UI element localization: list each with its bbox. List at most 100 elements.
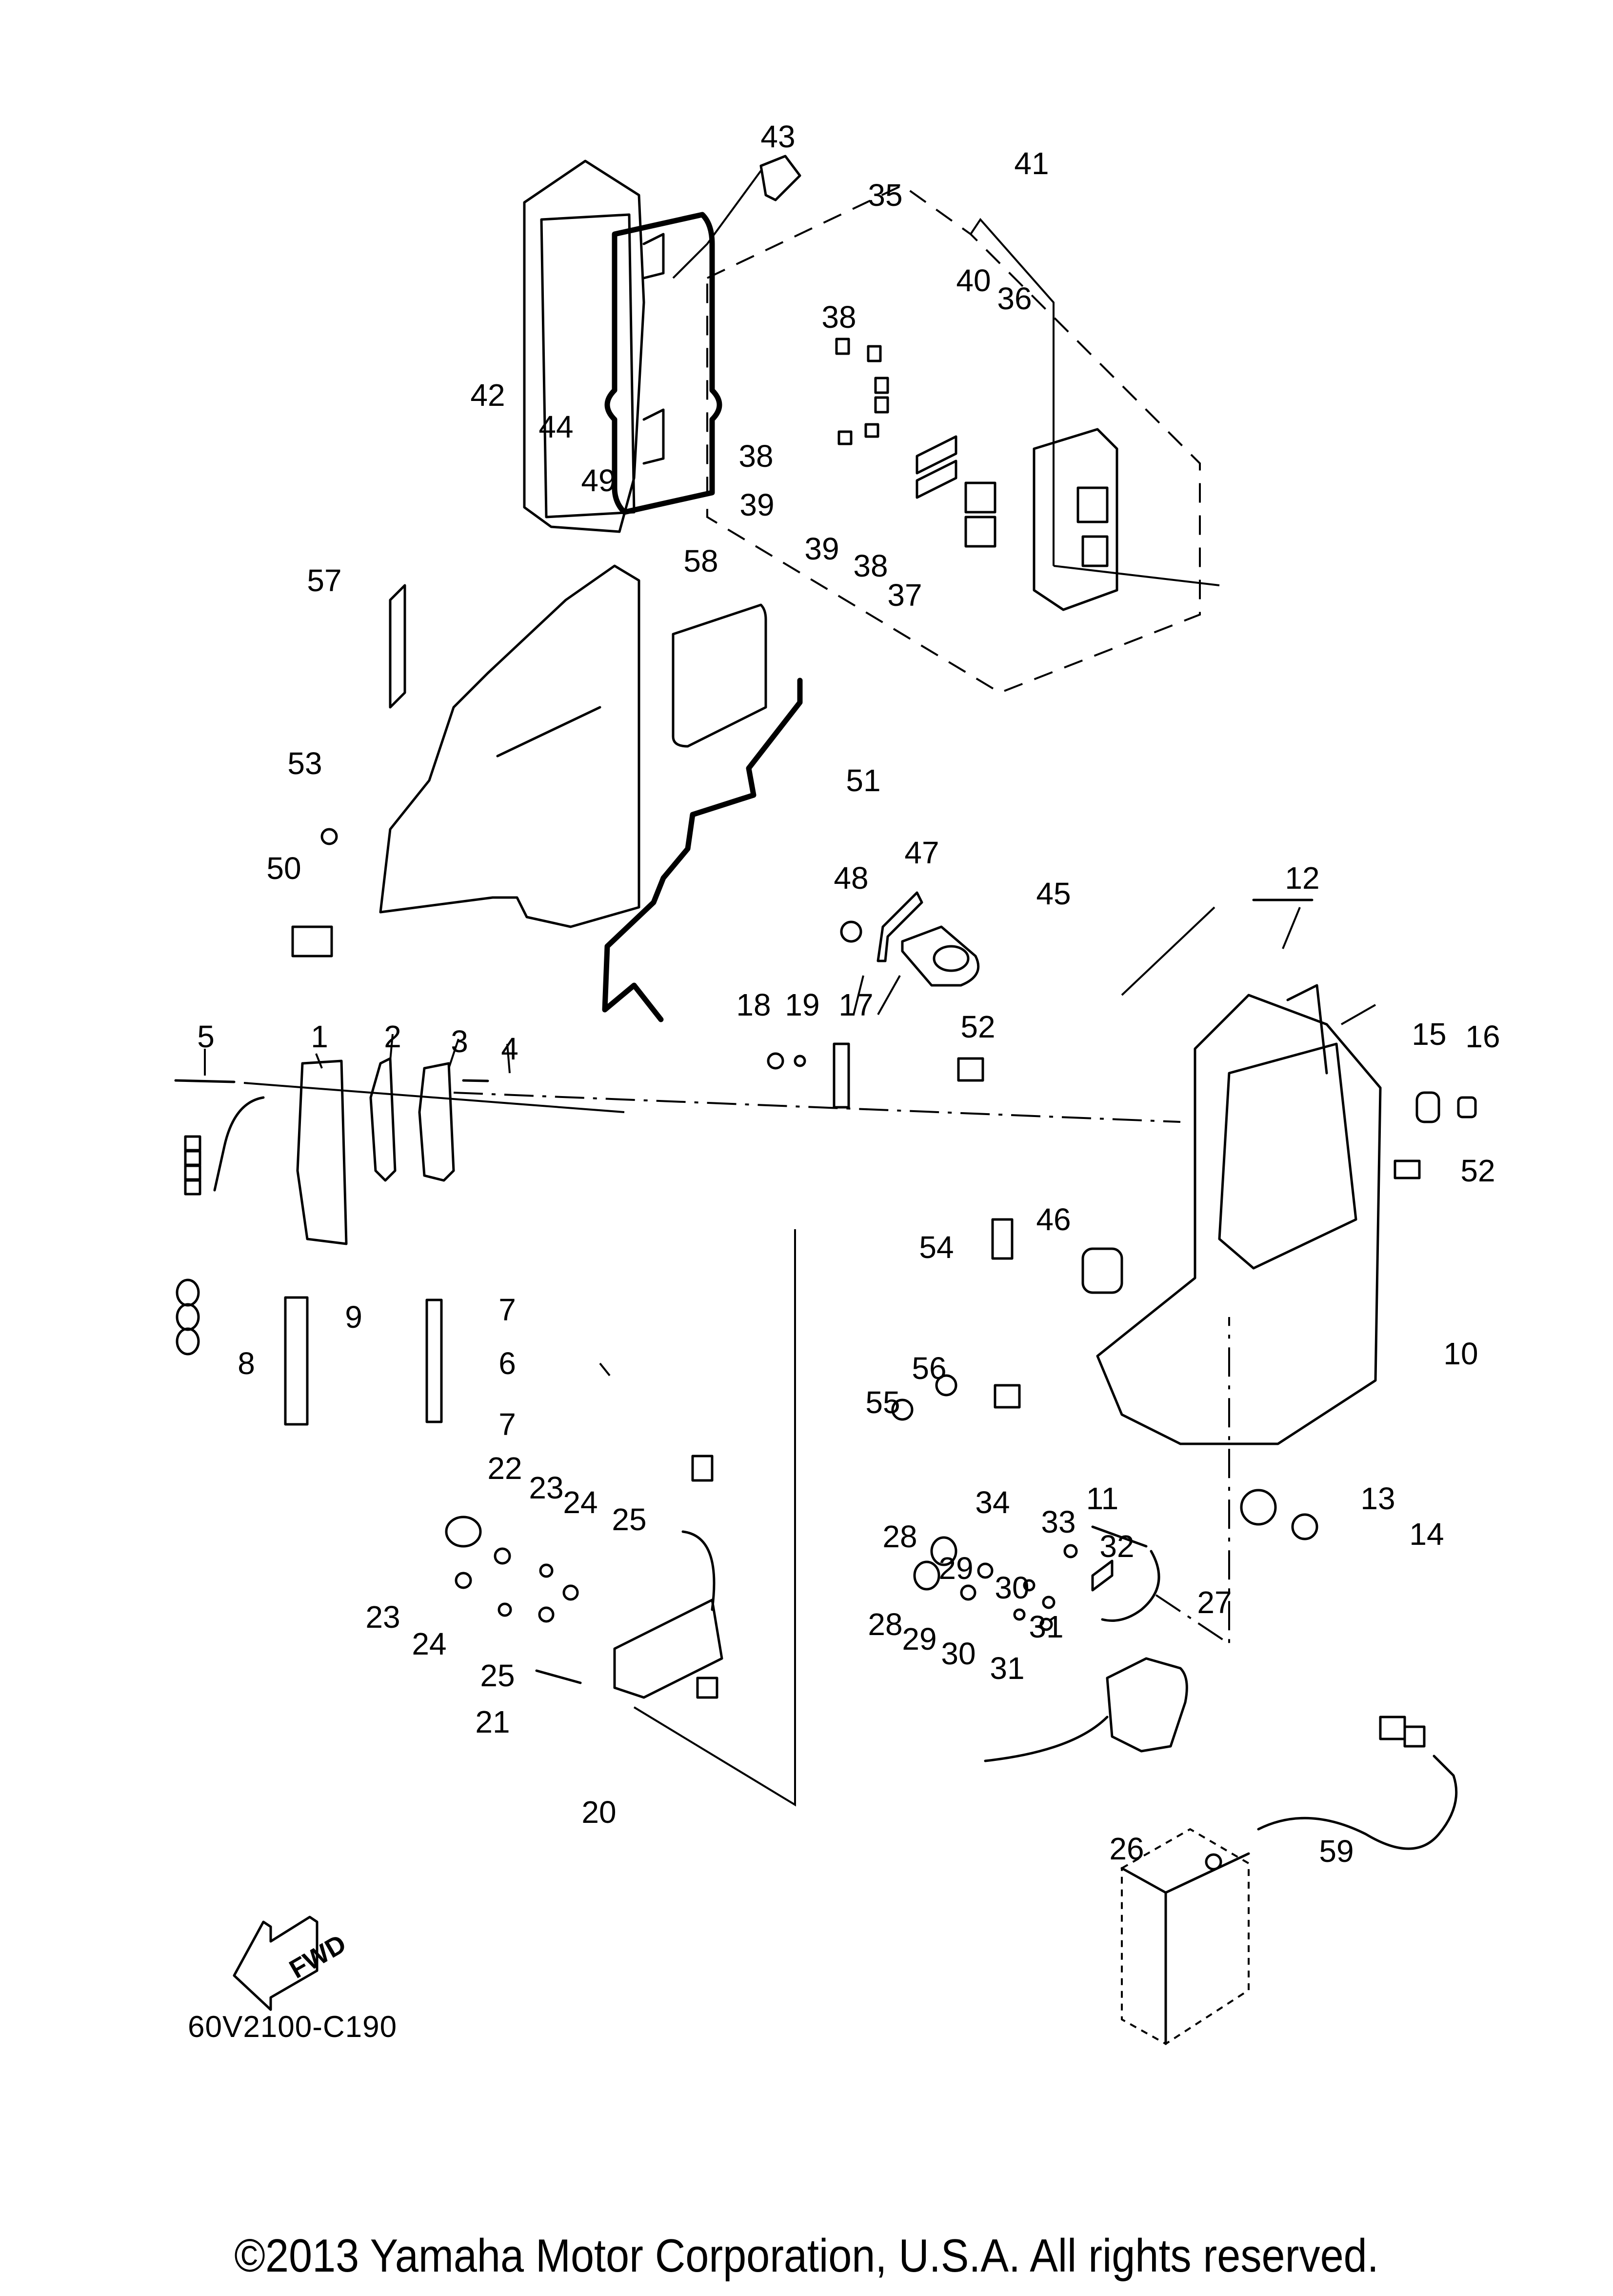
callout-50[interactable]: 50 [266, 851, 301, 886]
callout-56[interactable]: 56 [912, 1351, 947, 1386]
callout-59[interactable]: 59 [1319, 1834, 1354, 1869]
part-53-screw[interactable] [320, 828, 338, 845]
callout-6[interactable]: 6 [498, 1346, 516, 1381]
part-48-screw[interactable] [840, 920, 862, 943]
part-23-bolt-a[interactable] [494, 1547, 511, 1565]
part-28-caps[interactable] [913, 1536, 957, 1591]
part-6-tube[interactable] [425, 1298, 443, 1423]
callout-33[interactable]: 33 [1041, 1504, 1076, 1539]
callout-24-lower[interactable]: 24 [412, 1626, 447, 1661]
part-27-lead[interactable] [1101, 1550, 1160, 1622]
callout-1[interactable]: 1 [311, 1019, 328, 1054]
part-29-bolt-a[interactable] [977, 1562, 994, 1579]
part-24-washer-b[interactable] [498, 1602, 512, 1617]
callout-28-lower[interactable]: 28 [868, 1607, 903, 1642]
callout-40[interactable]: 40 [956, 263, 991, 298]
part-20-regulator[interactable] [613, 1455, 723, 1699]
callout-30-upper[interactable]: 30 [995, 1570, 1030, 1605]
part-25-washer-b[interactable] [538, 1606, 555, 1623]
callout-44[interactable]: 44 [538, 409, 574, 444]
callout-42[interactable]: 42 [470, 378, 505, 413]
callout-3[interactable]: 3 [451, 1024, 468, 1059]
callout-5[interactable]: 5 [197, 1019, 215, 1054]
part-9-tube[interactable] [284, 1296, 309, 1426]
part-45-grommet[interactable] [901, 925, 980, 987]
part-54-sensor[interactable] [991, 1218, 1014, 1260]
callout-18[interactable]: 18 [736, 987, 771, 1022]
callout-13[interactable]: 13 [1360, 1481, 1395, 1516]
part-2-gasket[interactable] [369, 1057, 397, 1182]
callout-41[interactable]: 41 [1014, 146, 1049, 181]
part-55-nut[interactable] [891, 1398, 914, 1421]
callout-52-right[interactable]: 52 [1460, 1153, 1495, 1188]
part-5-bolt[interactable] [174, 1079, 236, 1083]
callout-16[interactable]: 16 [1465, 1019, 1500, 1054]
part-30-washer-a[interactable] [1023, 1579, 1036, 1592]
part-15-bushing[interactable] [1415, 1091, 1440, 1123]
part-51-wire[interactable] [602, 678, 803, 1022]
part-21-bolt[interactable] [535, 1669, 582, 1684]
part-8-caps[interactable] [176, 1278, 200, 1356]
part-43-clip[interactable] [759, 155, 801, 201]
part-36-plates[interactable] [916, 435, 957, 499]
callout-22[interactable]: 22 [487, 1451, 522, 1486]
part-30-washer-b[interactable] [1013, 1608, 1026, 1621]
part-26-relay[interactable] [984, 1657, 1188, 1762]
callout-43[interactable]: 43 [760, 119, 796, 154]
callout-38-upper[interactable]: 38 [821, 299, 856, 335]
part-11-bolt[interactable] [1091, 1525, 1148, 1548]
callout-52-left[interactable]: 52 [960, 1009, 996, 1044]
callout-53[interactable]: 53 [287, 746, 322, 781]
part-29-bolt-b[interactable] [960, 1584, 976, 1601]
callout-32[interactable]: 32 [1099, 1529, 1135, 1564]
callout-35[interactable]: 35 [868, 178, 903, 213]
callout-25-upper[interactable]: 25 [612, 1502, 647, 1537]
part-59-battery-lead[interactable] [1257, 1755, 1458, 1850]
part-31-washer-a[interactable] [1042, 1596, 1055, 1609]
part-13-grommet[interactable] [1240, 1489, 1277, 1526]
part-44-gasket[interactable] [604, 212, 722, 515]
part-50-clip[interactable] [291, 925, 333, 958]
callout-46[interactable]: 46 [1036, 1202, 1071, 1237]
callout-11[interactable]: 11 [1086, 1481, 1119, 1516]
part-17-bracket[interactable] [833, 1042, 850, 1109]
part-47-plate[interactable] [876, 891, 923, 962]
callout-58[interactable]: 58 [683, 543, 718, 579]
part-34-clip[interactable] [994, 1384, 1021, 1409]
callout-7-upper[interactable]: 7 [498, 1292, 516, 1327]
callout-10[interactable]: 10 [1443, 1336, 1478, 1371]
callout-8[interactable]: 8 [238, 1346, 255, 1381]
callout-37[interactable]: 37 [887, 578, 922, 613]
callout-45[interactable]: 45 [1036, 876, 1071, 911]
part-31-washer-b[interactable] [1039, 1617, 1053, 1631]
callout-49[interactable]: 49 [581, 463, 616, 498]
callout-15[interactable]: 15 [1412, 1017, 1447, 1052]
callout-31-lower[interactable]: 31 [990, 1651, 1025, 1686]
callout-9[interactable]: 9 [345, 1299, 362, 1335]
callout-21[interactable]: 21 [475, 1704, 510, 1739]
part-22-cap[interactable] [445, 1516, 482, 1548]
part-4-bolt[interactable] [462, 1079, 489, 1082]
part-58-label[interactable] [672, 603, 767, 748]
callout-47[interactable]: 47 [904, 835, 939, 870]
callout-14[interactable]: 14 [1409, 1517, 1444, 1552]
callout-51[interactable]: 51 [846, 763, 881, 798]
callout-55[interactable]: 55 [865, 1385, 900, 1420]
callout-39-lower[interactable]: 39 [804, 531, 839, 566]
part-25-washer-a[interactable] [562, 1584, 579, 1601]
callout-30-lower[interactable]: 30 [941, 1636, 976, 1671]
callout-36[interactable]: 36 [997, 281, 1032, 316]
callout-23-lower[interactable]: 23 [365, 1599, 400, 1635]
callout-34[interactable]: 34 [975, 1485, 1010, 1520]
part-24-washer-a[interactable] [539, 1563, 554, 1578]
callout-19[interactable]: 19 [785, 987, 820, 1022]
part-46-grommet[interactable] [1081, 1247, 1123, 1294]
callout-12[interactable]: 12 [1285, 860, 1320, 896]
part-32-bracket[interactable] [1091, 1559, 1114, 1592]
callout-54[interactable]: 54 [919, 1230, 954, 1265]
part-3-plate[interactable] [418, 1062, 455, 1182]
callout-29-upper[interactable]: 29 [938, 1551, 974, 1586]
part-35-fuse-box[interactable] [1033, 428, 1118, 611]
part-52-clip-2[interactable] [957, 1057, 984, 1082]
part-19-washer[interactable] [794, 1055, 806, 1067]
